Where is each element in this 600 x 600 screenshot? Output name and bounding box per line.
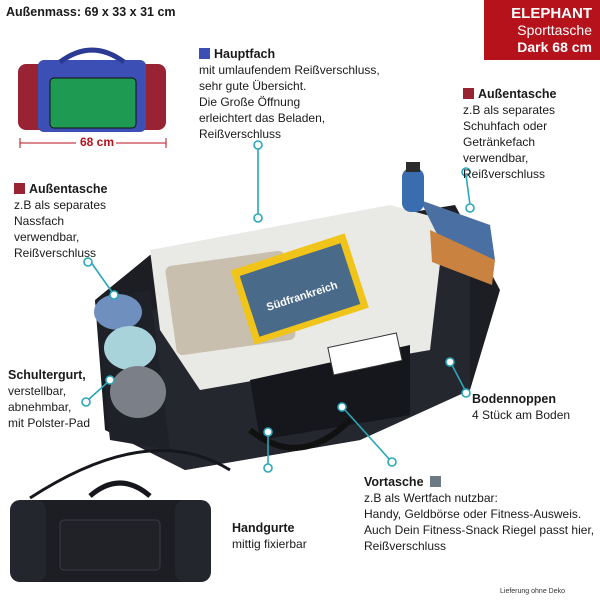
feature-line: mit umlaufendem Reißverschluss,: [199, 63, 380, 77]
feature-line: z.B als Wertfach nutzbar:: [364, 491, 498, 505]
feature-line: Handy, Geldbörse oder Fitness-Ausweis.: [364, 507, 582, 521]
feature-line: Reißverschluss: [199, 127, 282, 141]
feature-line: verwendbar,: [463, 151, 529, 165]
feature-line: sehr gute Übersicht.: [199, 79, 307, 93]
connector-lines: [87, 145, 471, 465]
feature-title: Hauptfach: [214, 47, 276, 61]
product-badge: ELEPHANT Sporttasche Dark 68 cm: [484, 0, 600, 60]
feature-title: Handgurte: [232, 521, 295, 535]
feature-title: Schultergurt,: [8, 368, 86, 382]
dimension-label: 68 cm: [80, 135, 115, 149]
feature-line: Auch Dein Fitness-Snack Riegel passt hie…: [364, 523, 595, 537]
brand-name: ELEPHANT: [511, 5, 592, 22]
feature-line: Schuhfach oder: [463, 119, 548, 133]
feature-line: z.B als separates: [14, 198, 107, 212]
red-square-icon: [14, 183, 25, 194]
feature-line: abnehmbar,: [8, 400, 72, 414]
feature-handgurte: Handgurte mittig fixierbar: [232, 520, 352, 552]
feature-aussentasche-left: Außentasche z.B als separates Nassfach v…: [14, 181, 144, 261]
connector-dots: [81, 140, 475, 473]
main-bag-image: Südfrankreich: [94, 162, 500, 470]
red-square-icon: [463, 88, 474, 99]
feature-title: Vortasche: [364, 475, 424, 489]
feature-line: Reißverschluss: [364, 539, 447, 553]
product-variant: Dark 68 cm: [517, 39, 592, 55]
feature-line: 4 Stück am Boden: [472, 408, 571, 422]
product-type: Sporttasche: [517, 22, 592, 38]
feature-title: Außentasche: [29, 182, 108, 196]
feature-line: Reißverschluss: [14, 246, 97, 260]
gray-square-icon: [429, 476, 441, 487]
blue-square-icon: [199, 48, 210, 59]
feature-vortasche: Vortasche z.B als Wertfach nutzbar: Hand…: [364, 474, 598, 554]
feature-line: Getränkefach: [463, 135, 536, 149]
feature-line: z.B als separates: [463, 103, 556, 117]
feature-line: verwendbar,: [14, 230, 80, 244]
closed-bag-image: [10, 449, 231, 582]
dimension-line: [19, 138, 167, 148]
feature-line: Nassfach: [14, 214, 65, 228]
dimensions-text: Außenmass: 69 x 33 x 31 cm: [6, 5, 176, 19]
feature-bodennoppen: Bodennoppen 4 Stück am Boden: [472, 391, 597, 423]
schematic-bag-image: [18, 47, 166, 132]
feature-line: Die Große Öffnung: [199, 95, 301, 109]
feature-aussentasche-right: Außentasche z.B als separates Schuhfach …: [463, 86, 598, 182]
feature-title: Bodennoppen: [472, 392, 557, 406]
feature-line: mit Polster-Pad: [8, 416, 91, 430]
feature-title: Außentasche: [478, 87, 557, 101]
feature-line: erleichtert das Beladen,: [199, 111, 326, 125]
feature-schultergurt: Schultergurt, verstellbar, abnehmbar, mi…: [8, 367, 118, 431]
feature-hauptfach: Hauptfach mit umlaufendem Reißverschluss…: [199, 46, 409, 142]
feature-line: Reißverschluss: [463, 167, 546, 181]
feature-line: mittig fixierbar: [232, 537, 307, 551]
footer-note: Lieferung ohne Deko: [500, 588, 565, 595]
feature-line: verstellbar,: [8, 384, 67, 398]
